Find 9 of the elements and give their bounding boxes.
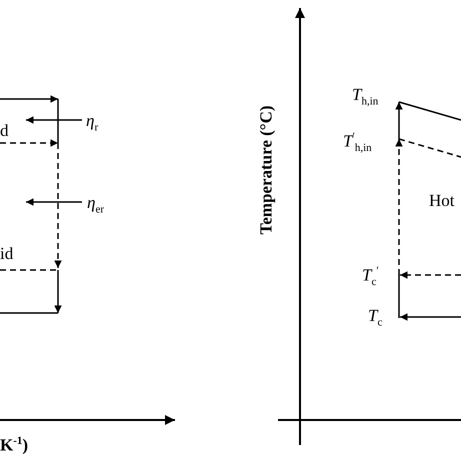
axis-label: Temperature (°C)	[258, 105, 274, 235]
efficiency-label: η$_{r}$	[86, 112, 98, 134]
axis-label: K$^{-1}$)	[0, 436, 28, 454]
temperature-label: T$_{h,in}$	[352, 86, 378, 108]
label-text: id	[0, 245, 14, 262]
label-text: Hot	[429, 192, 454, 209]
efficiency-label: η$_{er}$	[87, 194, 104, 216]
temperature-label: T$_{c}$	[368, 307, 382, 328]
label-text: d	[0, 122, 8, 139]
